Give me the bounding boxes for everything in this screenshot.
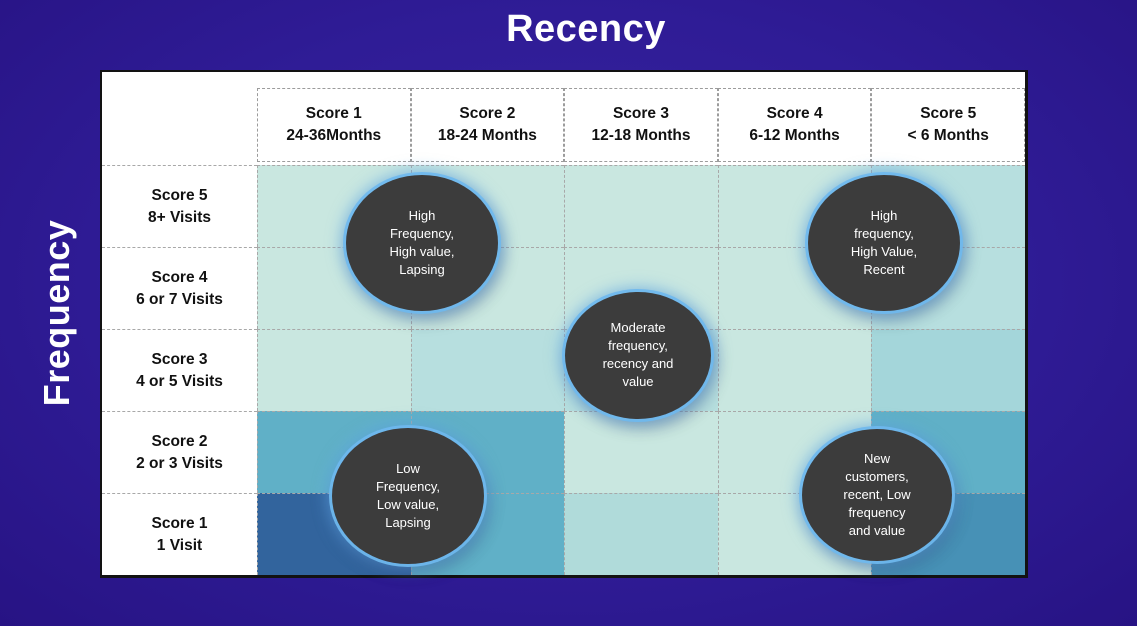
segment-bubble-label: High frequency, High Value, Recent: [850, 207, 918, 278]
segment-bubble-1: High Frequency, High value, Lapsing: [346, 175, 498, 311]
column-header-score-2: Score 2 18-24 Months: [410, 88, 565, 162]
column-header-cell-2: Score 2 18-24 Months: [410, 72, 565, 165]
matrix-cell-r3-c4: [717, 329, 872, 411]
y-axis-label: Frequency: [36, 219, 77, 407]
segment-bubble-label: New customers, recent, Low frequency and…: [843, 450, 911, 539]
row-header-score-4: Score 4 6 or 7 Visits: [102, 247, 257, 329]
corner-cell: [102, 72, 257, 165]
column-header-cell-3: Score 3 12-18 Months: [564, 72, 718, 165]
matrix-cell-r5-c3: [564, 493, 718, 575]
column-header-score-3: Score 3 12-18 Months: [564, 88, 718, 162]
segment-bubble-3: Moderate frequency, recency and value: [565, 291, 711, 419]
matrix-cell-r1-c3: [564, 165, 718, 247]
row-header-score-1: Score 1 1 Visit: [102, 493, 257, 575]
matrix-cell-r3-c5: [871, 329, 1025, 411]
segment-bubble-label: Low Frequency, Low value, Lapsing: [375, 460, 441, 531]
row-header-score-2: Score 2 2 or 3 Visits: [102, 411, 257, 493]
row-header-score-5: Score 5 8+ Visits: [102, 165, 257, 247]
column-header-cell-1: Score 1 24-36Months: [257, 72, 411, 165]
column-header-cell-4: Score 4 6-12 Months: [717, 72, 872, 165]
column-header-score-1: Score 1 24-36Months: [257, 88, 411, 162]
segment-bubble-label: High Frequency, High value, Lapsing: [389, 207, 455, 278]
segment-bubble-5: New customers, recent, Low frequency and…: [802, 429, 952, 561]
matrix-cell-r3-c1: [257, 329, 411, 411]
segment-bubble-2: High frequency, High Value, Recent: [808, 175, 960, 311]
matrix-cell-r4-c3: [564, 411, 718, 493]
segment-bubble-4: Low Frequency, Low value, Lapsing: [332, 428, 484, 564]
column-header-score-4: Score 4 6-12 Months: [717, 88, 872, 162]
segment-bubble-label: Moderate frequency, recency and value: [602, 319, 674, 390]
column-header-cell-5: Score 5 < 6 Months: [871, 72, 1025, 165]
matrix-cell-r3-c2: [410, 329, 565, 411]
column-header-score-5: Score 5 < 6 Months: [871, 88, 1025, 162]
row-header-score-3: Score 3 4 or 5 Visits: [102, 329, 257, 411]
page-title: Recency: [506, 8, 666, 50]
